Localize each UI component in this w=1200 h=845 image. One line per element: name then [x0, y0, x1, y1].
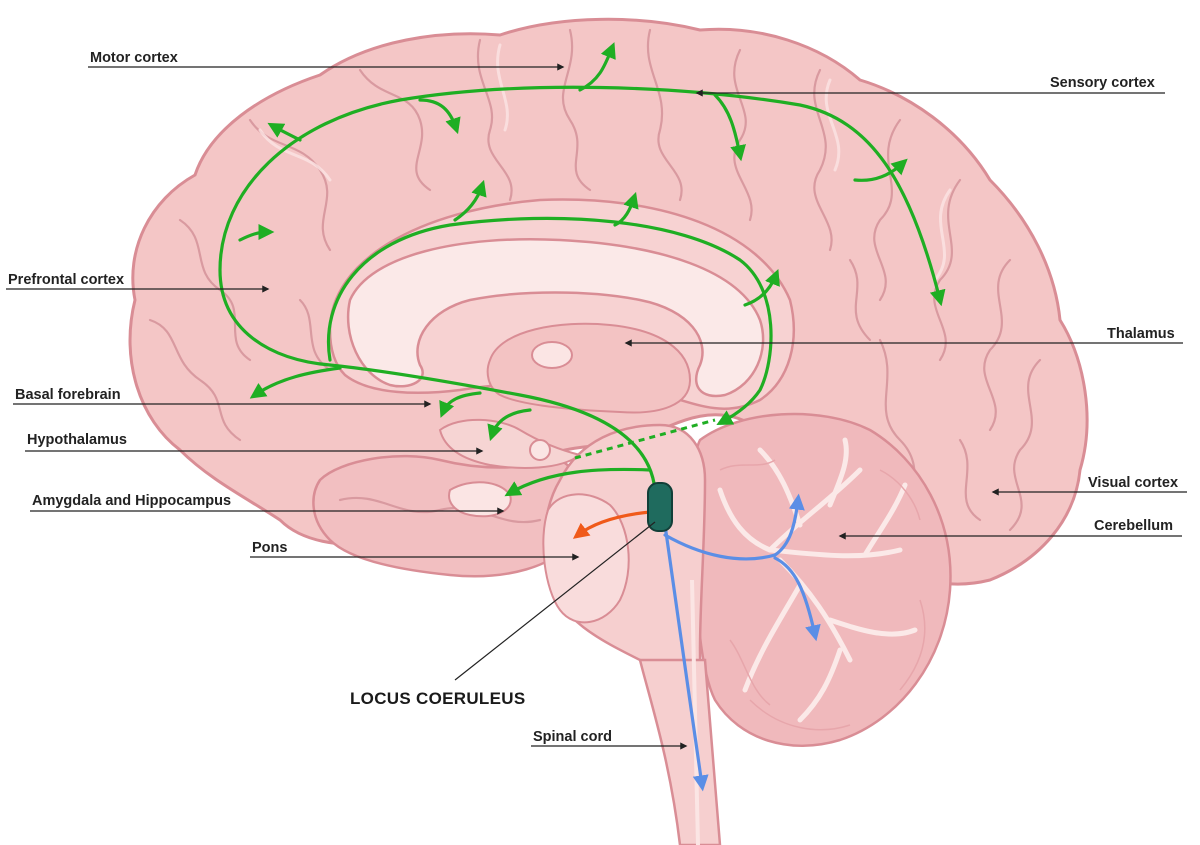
green-branch-b — [713, 93, 746, 162]
label-thalamus: Thalamus — [1107, 326, 1175, 342]
locus-coeruleus-nucleus — [647, 482, 673, 532]
green-branch-c — [853, 158, 908, 182]
cerebellum — [692, 412, 952, 747]
label-motor-cortex: Motor cortex — [90, 50, 178, 66]
labels: Motor cortex Sensory cortex Prefrontal c… — [6, 50, 1187, 750]
green-branch-amyg — [504, 467, 652, 497]
spinal-cord — [638, 658, 722, 845]
label-locus-coeruleus: LOCUS COERULEUS — [350, 689, 525, 708]
cerebrum — [128, 17, 1089, 586]
label-hypothalamus: Hypothalamus — [27, 432, 127, 448]
label-basal-forebrain: Basal forebrain — [15, 387, 121, 403]
green-pathways — [218, 42, 946, 497]
brainstem — [542, 423, 722, 845]
green-branch-motor — [578, 42, 616, 92]
green-branch-a — [418, 98, 461, 135]
green-dashed-link — [574, 418, 716, 460]
label-pons: Pons — [252, 540, 287, 556]
central-canal — [690, 579, 700, 845]
green-branch-thal — [439, 391, 482, 418]
blue-spinal — [663, 523, 709, 792]
orange-pathway — [572, 510, 652, 539]
green-branch-hypo — [487, 408, 532, 442]
green-branch-h — [743, 269, 780, 307]
mammillary-body — [529, 439, 551, 461]
corpus-callosum — [346, 238, 765, 398]
green-branch-f — [453, 179, 487, 222]
pons-bulge — [542, 493, 630, 624]
green-inner-arc — [327, 216, 773, 426]
label-sensory-cortex: Sensory cortex — [1050, 75, 1155, 91]
green-branch-bf — [249, 366, 342, 399]
green-branch-g — [613, 191, 639, 227]
green-outer-arc — [218, 85, 946, 492]
label-visual-cortex: Visual cortex — [1088, 475, 1178, 491]
green-branch-d — [267, 122, 302, 142]
blue-cerebellum — [663, 493, 805, 561]
blue-pathways — [663, 493, 821, 792]
gyri-pattern — [148, 28, 1042, 532]
green-branch-e — [238, 224, 275, 242]
label-amygdala-hippocampus: Amygdala and Hippocampus — [32, 493, 231, 509]
blue-cerebellum-lower — [773, 556, 821, 642]
leader-locus-coeruleus — [454, 521, 656, 681]
label-spinal-cord: Spinal cord — [533, 729, 612, 745]
label-cerebellum: Cerebellum — [1094, 518, 1173, 534]
interthalamic-adhesion — [531, 341, 573, 369]
thalamus-region — [486, 322, 692, 414]
label-prefrontal-cortex: Prefrontal cortex — [8, 272, 124, 288]
